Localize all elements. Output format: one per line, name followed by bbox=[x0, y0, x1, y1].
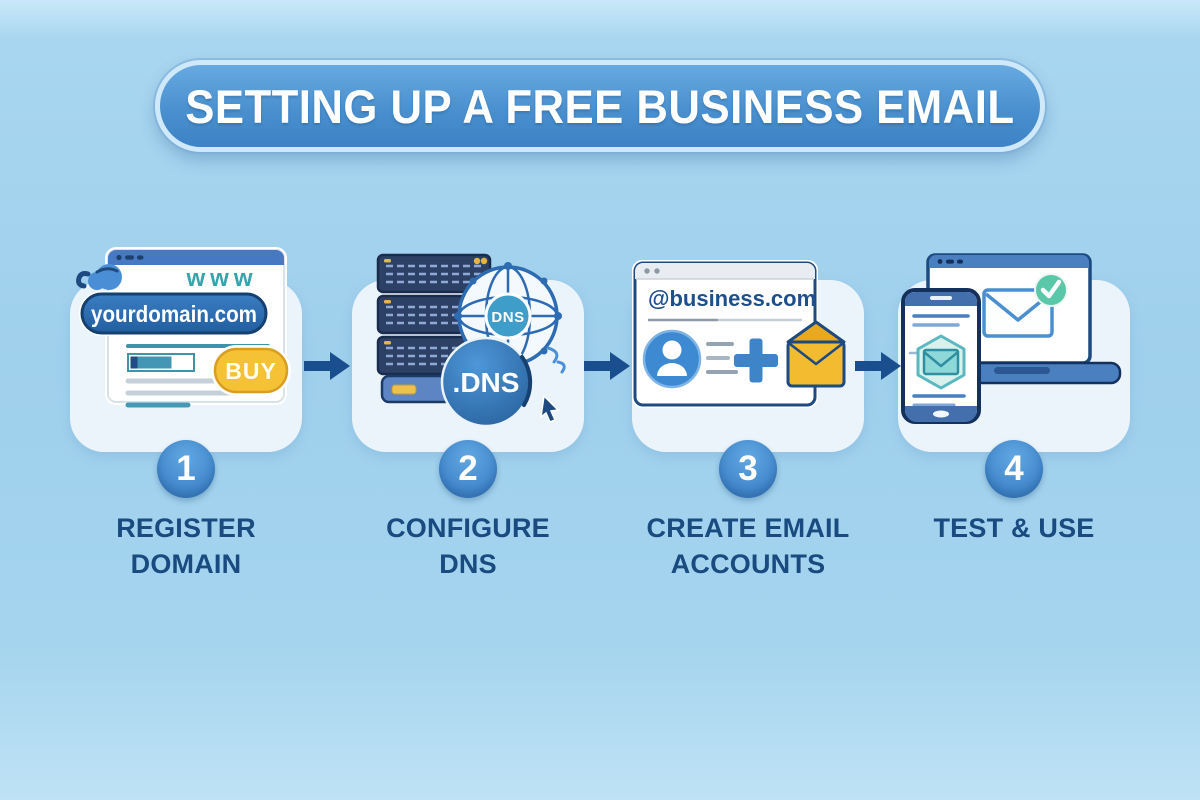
step-test-and-use: 4 TEST & USE bbox=[898, 250, 1130, 620]
step-label: TEST & USE bbox=[933, 513, 1095, 543]
arrow-right-icon bbox=[855, 352, 901, 380]
domain-pill: yourdomain.com bbox=[79, 291, 269, 336]
step-label: CREATE EMAIL ACCOUNTS bbox=[646, 513, 850, 579]
cursor-arrow-icon bbox=[539, 346, 566, 423]
title-banner: SETTING UP A FREE BUSINESS EMAIL bbox=[155, 60, 1045, 152]
step-number-badge: 3 bbox=[719, 440, 777, 498]
step-number-badge: 2 bbox=[439, 440, 497, 498]
step-register-domain: www yourdomain.com bbox=[70, 247, 302, 620]
step-number: 4 bbox=[1004, 449, 1024, 488]
step-configure-dns: DNS .DNS 2 CONFIGURE DNS bbox=[352, 250, 584, 620]
step-label: CONFIGURE DNS bbox=[386, 513, 550, 579]
hexagon-envelope-icon bbox=[916, 334, 966, 390]
step-create-email-accounts: @business.com 3 bbox=[632, 250, 864, 620]
page-title: SETTING UP A FREE BUSINESS EMAIL bbox=[185, 79, 1015, 133]
test-use-illustration bbox=[901, 253, 1122, 424]
step-number-badge: 4 bbox=[985, 440, 1043, 498]
domain-text: yourdomain.com bbox=[91, 301, 257, 327]
buy-button-pill: BUY bbox=[211, 345, 291, 396]
www-label: www bbox=[185, 265, 257, 292]
envelope-check-icon bbox=[982, 273, 1068, 338]
account-detail-lines bbox=[706, 342, 738, 374]
arrow-right-icon bbox=[304, 352, 350, 380]
globe-dns-label: DNS bbox=[491, 309, 524, 326]
search-field-icon bbox=[127, 353, 195, 372]
plus-icon bbox=[734, 338, 778, 383]
envelope-icon bbox=[786, 320, 846, 388]
smartphone-icon bbox=[901, 288, 981, 424]
step-number: 1 bbox=[176, 449, 196, 488]
arrow-right-icon bbox=[584, 352, 630, 380]
step-number: 2 bbox=[458, 449, 478, 488]
step-number: 3 bbox=[738, 449, 758, 488]
dns-ball-label: .DNS bbox=[453, 367, 520, 398]
buy-label: BUY bbox=[225, 358, 277, 384]
laptop-icon bbox=[926, 253, 1122, 385]
step-label: REGISTER DOMAIN bbox=[116, 513, 256, 579]
register-domain-illustration: www yourdomain.com bbox=[76, 247, 291, 408]
user-avatar-icon bbox=[642, 329, 702, 389]
email-address-label: @business.com bbox=[648, 286, 816, 311]
cursor-click-icon bbox=[76, 264, 122, 290]
step-number-badge: 1 bbox=[157, 440, 215, 498]
dns-circle-icon: .DNS bbox=[440, 336, 533, 428]
create-email-illustration: @business.com bbox=[632, 260, 846, 408]
configure-dns-illustration: DNS .DNS bbox=[376, 253, 566, 428]
